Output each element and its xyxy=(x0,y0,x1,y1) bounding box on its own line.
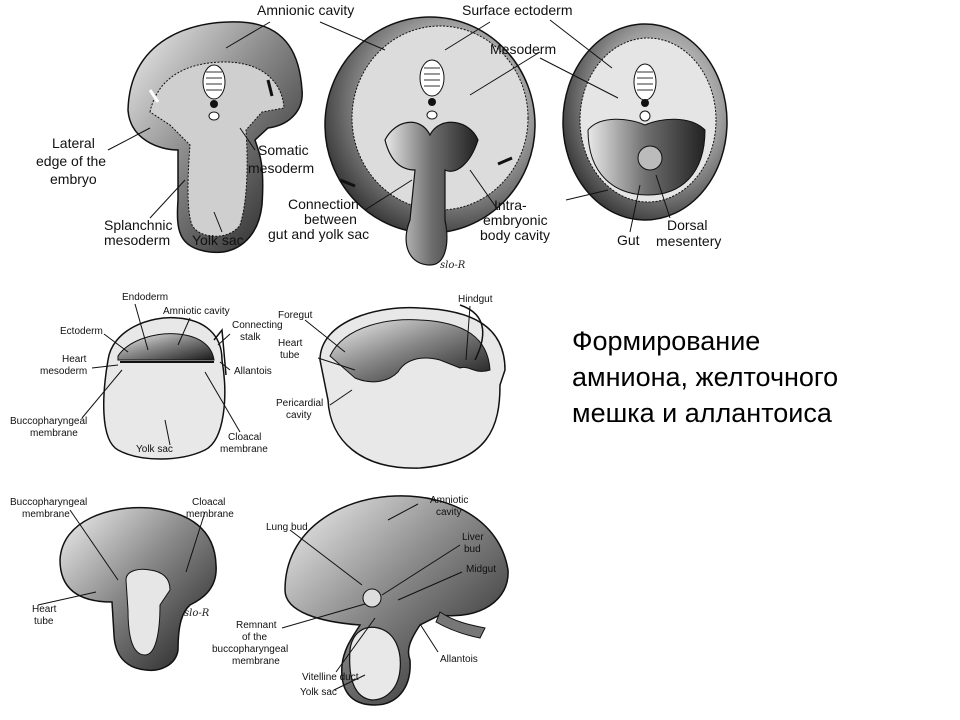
label-heart-tube-bottom-1: Heart xyxy=(32,604,57,615)
sagittal-section-2 xyxy=(319,304,506,469)
sagittal-section-1 xyxy=(103,316,227,460)
label-cloacal-bottom-1: Cloacal xyxy=(192,497,225,508)
label-cloacal-mid-2: membrane xyxy=(220,444,268,455)
slide-title: Формирование амниона, желточного мешка и… xyxy=(572,323,932,431)
label-remnant-2: of the xyxy=(242,632,267,643)
label-intra-3: body cavity xyxy=(480,227,550,243)
label-yolk-sac-bottom: Yolk sac xyxy=(300,687,337,698)
label-heart-tube-mid-1: Heart xyxy=(278,338,303,349)
bottom-leaders xyxy=(37,503,463,691)
label-gut: Gut xyxy=(617,232,640,248)
bottom-labels: Buccopharyngeal membrane Cloacal membran… xyxy=(10,495,496,698)
slide-title-line-1: Формирование xyxy=(572,326,761,356)
label-cloacal-mid-1: Cloacal xyxy=(228,432,261,443)
label-amniotic-cavity-mid: Amniotic cavity xyxy=(163,306,230,317)
label-hindgut: Hindgut xyxy=(458,294,493,305)
label-dorsal-1: Dorsal xyxy=(667,217,707,233)
label-amniotic-bottom-2: cavity xyxy=(436,507,462,518)
label-surface-ectoderm: Surface ectoderm xyxy=(462,2,573,18)
sagittal-section-4 xyxy=(284,495,509,706)
label-midgut: Midgut xyxy=(466,564,496,575)
label-heart-mesoderm-2: mesoderm xyxy=(40,366,87,377)
slide-title-line-2: амниона, желточного xyxy=(572,362,839,392)
label-amniotic-bottom-1: Amniotic xyxy=(430,495,468,506)
label-vitelline-duct: Vitelline duct xyxy=(302,672,359,683)
sagittal-section-3 xyxy=(59,506,217,672)
label-lateral-edge-1: Lateral xyxy=(52,135,95,151)
label-connection-2: between xyxy=(304,211,357,227)
middle-labels: Endoderm Amniotic cavity Ectoderm Connec… xyxy=(10,292,493,455)
label-remnant-3: buccopharyngeal xyxy=(212,644,288,655)
label-liver-2: bud xyxy=(464,544,481,555)
top-leaders xyxy=(107,19,671,233)
label-splanchnic-2: mesoderm xyxy=(104,232,170,248)
label-liver-1: Liver xyxy=(462,532,484,543)
label-amnionic-cavity: Amnionic cavity xyxy=(257,2,354,18)
label-splanchnic-1: Splanchnic xyxy=(104,217,173,233)
middle-leaders xyxy=(81,303,471,446)
label-yolk-sac-top: Yolk sac xyxy=(192,232,244,248)
label-connection-3: gut and yolk sac xyxy=(268,226,369,242)
label-bucco-mid-1: Buccopharyngeal xyxy=(10,416,87,427)
signature-top: slo-R xyxy=(440,260,466,271)
label-somatic-1: Somatic xyxy=(258,142,309,158)
label-remnant-1: Remnant xyxy=(236,620,277,631)
label-heart-tube-bottom-2: tube xyxy=(34,616,54,627)
label-intra-2: embryonic xyxy=(483,212,548,228)
label-cloacal-bottom-2: membrane xyxy=(186,509,234,520)
label-ectoderm: Ectoderm xyxy=(60,326,103,337)
label-heart-tube-mid-2: tube xyxy=(280,350,300,361)
label-lateral-edge-3: embryo xyxy=(50,171,97,187)
label-lateral-edge-2: edge of the xyxy=(36,153,106,169)
label-allantois-bottom: Allantois xyxy=(440,654,478,665)
label-somatic-2: mesoderm xyxy=(248,160,314,176)
signature-bottom: slo-R xyxy=(184,608,210,619)
cross-section-1 xyxy=(127,21,303,254)
label-heart-mesoderm-1: Heart xyxy=(62,354,87,365)
label-bucco-mid-2: membrane xyxy=(30,428,78,439)
slide-title-line-3: мешка и аллантоиса xyxy=(572,398,832,428)
label-pericardial-2: cavity xyxy=(286,410,312,421)
label-intra-1: Intra- xyxy=(494,197,527,213)
top-labels: Amnionic cavity Surface ectoderm Mesoder… xyxy=(36,2,721,271)
label-bucco-bottom-2: membrane xyxy=(22,509,70,520)
cross-section-3 xyxy=(562,23,728,221)
label-dorsal-2: mesentery xyxy=(656,233,721,249)
label-bucco-bottom-1: Buccopharyngeal xyxy=(10,497,87,508)
label-lung-bud: Lung bud xyxy=(266,522,308,533)
label-connecting-2: stalk xyxy=(240,332,262,343)
cross-section-2 xyxy=(324,16,536,266)
label-allantois-mid: Allantois xyxy=(234,366,272,377)
label-foregut: Foregut xyxy=(278,310,313,321)
label-pericardial-1: Pericardial xyxy=(276,398,323,409)
label-endoderm: Endoderm xyxy=(122,292,168,303)
label-remnant-4: membrane xyxy=(232,656,280,667)
label-connection-1: Connection xyxy=(288,196,359,212)
label-connecting-1: Connecting xyxy=(232,320,283,331)
label-mesoderm: Mesoderm xyxy=(490,41,556,57)
label-yolk-sac-mid: Yolk sac xyxy=(136,444,173,455)
